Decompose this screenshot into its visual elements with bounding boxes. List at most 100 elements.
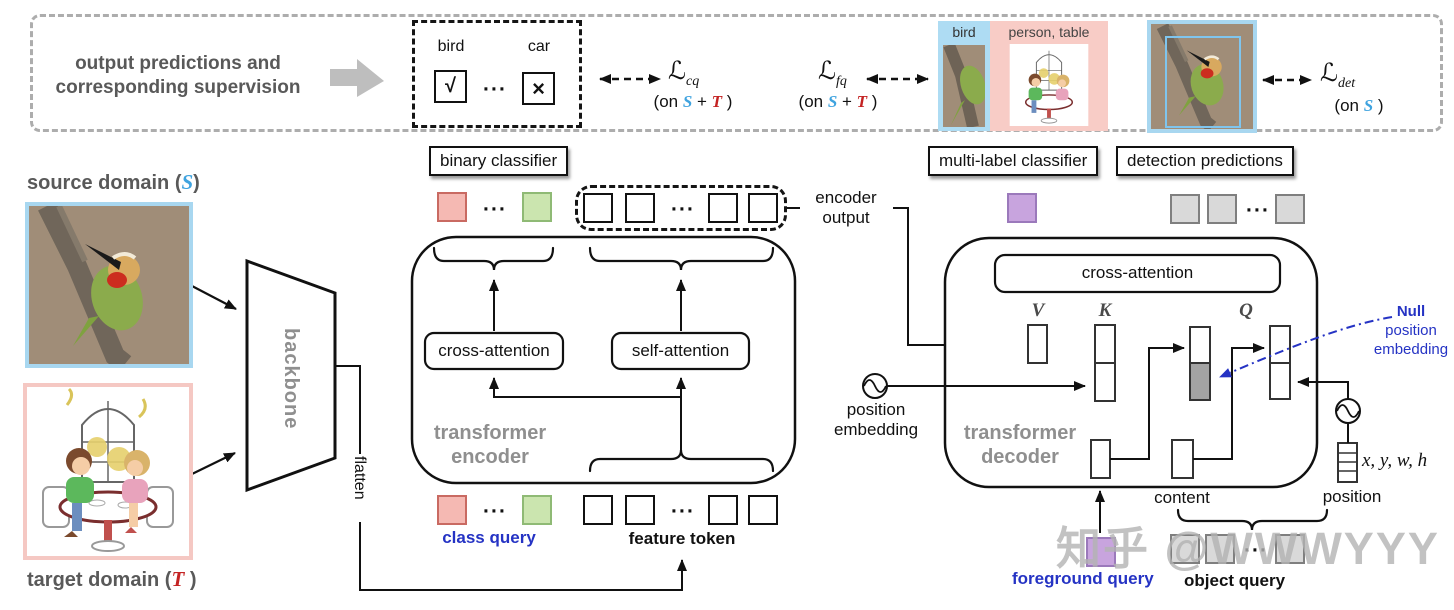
q-label: Q (1239, 300, 1253, 321)
cartoon-thumb (1009, 44, 1089, 126)
multilabel-person-tag: person, table (1008, 24, 1090, 40)
source-domain-title: source domain (S) (27, 170, 200, 194)
decoder-cross-attention-label: cross-attention (1081, 263, 1194, 282)
object-query-brace (1176, 508, 1329, 531)
encoder-cross-attention-label: cross-attention (438, 341, 550, 360)
feature-token (748, 495, 778, 525)
object-output-token (1170, 194, 1200, 224)
object-output-token (1207, 194, 1237, 224)
flatten-line-a (335, 365, 361, 454)
bird-photo (29, 206, 189, 364)
multilabel-person-panel: person, table (990, 21, 1108, 131)
encoder-self-attention-label: self-attention (631, 341, 730, 360)
watermark: 知乎 @WWWYYY (1056, 523, 1440, 574)
encoder-output-group-box (575, 185, 787, 231)
feature-token (625, 495, 655, 525)
loss-det: ℒdet (1320, 60, 1356, 91)
encoder-output-brace (588, 246, 775, 271)
feature-token-dots: ··· (671, 500, 695, 523)
encoder-self-attention-box (610, 331, 751, 371)
object-query-label: object query (1184, 571, 1286, 590)
object-query-token (1275, 534, 1305, 564)
binary-classifier-label: binary classifier (429, 146, 569, 176)
check-icon: √ (434, 70, 467, 103)
flatten-label: flatten (351, 456, 368, 500)
class-query-label: class query (442, 528, 536, 547)
foreground-to-q1-line (1110, 343, 1185, 460)
binary-bird-label: bird (437, 38, 465, 55)
q-token-1-null-block (1189, 362, 1211, 401)
bird-photo (1151, 24, 1253, 129)
class-query-output-brace (432, 246, 555, 271)
multilabel-bird-panel: bird (938, 21, 990, 131)
encoder-output-label: encoder output (815, 188, 877, 228)
content-input-token (1171, 439, 1194, 479)
position-generator-sine (1336, 404, 1360, 418)
position-embedding-label: position embedding (833, 400, 919, 440)
feature-token (583, 495, 613, 525)
backbone-label: backbone (280, 328, 302, 430)
target-domain-image (23, 383, 193, 560)
target-to-backbone-arrow (191, 452, 236, 475)
class-query-output-red (437, 192, 467, 222)
transformer-decoder-box (943, 236, 1319, 489)
detection-predictions-label: detection predictions (1116, 146, 1294, 176)
class-query-output-green (522, 192, 552, 222)
object-query-token (1170, 534, 1200, 564)
xywh-label: x, y, w, h (1362, 450, 1428, 471)
cross-icon: × (522, 72, 555, 105)
foreground-query-token (1086, 537, 1116, 567)
loss-fq: ℒfq (818, 58, 847, 89)
encoder-output-token (625, 193, 655, 223)
token-to-cross-attn-line (489, 377, 682, 453)
content-to-q2-line (1193, 343, 1265, 460)
object-output-token (1275, 194, 1305, 224)
content-label: content (1154, 488, 1210, 507)
bird-photo-sliver (943, 45, 985, 127)
transformer-encoder-box (410, 235, 797, 485)
transformer-encoder-label: transformer encoder (433, 422, 547, 468)
position-embedding-sine (863, 379, 887, 393)
object-query-token (1205, 534, 1235, 564)
loss-cq-domain: (on S + T ) (653, 92, 733, 111)
backbone-block (245, 258, 337, 493)
feature-token-label: feature token (628, 529, 736, 548)
multilabel-output-image: bird person, table (938, 21, 1108, 131)
null-embedding-label: Null position embedding (1373, 303, 1449, 358)
multilabel-bird-tag: bird (952, 24, 976, 40)
loss-cq: ℒcq (668, 58, 700, 89)
object-query-dots: ··· (1244, 539, 1268, 562)
binary-dots: ··· (483, 78, 507, 101)
position-label: position (1322, 487, 1382, 506)
cartoon-photo (27, 387, 189, 556)
detection-bbox (1165, 36, 1241, 128)
v-token (1027, 324, 1048, 364)
class-query-dots: ··· (483, 500, 507, 523)
object-output-dots: ··· (1246, 199, 1270, 222)
foreground-query-label: foreground query (1012, 569, 1154, 588)
position-to-q2-line (1297, 377, 1349, 399)
null-embedding-pointer (1219, 316, 1393, 378)
source-domain-image (25, 202, 193, 368)
encoder-output-token (583, 193, 613, 223)
transformer-decoder-label: transformer decoder (963, 422, 1077, 468)
v-label: V (1031, 300, 1045, 321)
class-query-output-dots: ··· (483, 198, 507, 221)
multilabel-classifier-label: multi-label classifier (928, 146, 1099, 176)
foreground-output-token (1007, 193, 1037, 223)
target-domain-title: target domain (T ) (27, 567, 197, 591)
source-to-backbone-arrow (191, 285, 237, 310)
loss-fq-domain: (on S + T ) (798, 92, 878, 111)
decoder-cross-attention-box (993, 253, 1282, 294)
encoder-cross-attention-box (423, 331, 565, 371)
loss-det-domain: (on S ) (1334, 96, 1384, 115)
binary-output-box (412, 20, 582, 128)
feature-token (708, 495, 738, 525)
binary-car-label: car (527, 38, 551, 55)
detection-output-image (1147, 20, 1257, 133)
flatten-line-b (359, 522, 687, 591)
encoder-output-dots: ··· (671, 198, 695, 221)
q-token-1-top (1189, 326, 1211, 364)
